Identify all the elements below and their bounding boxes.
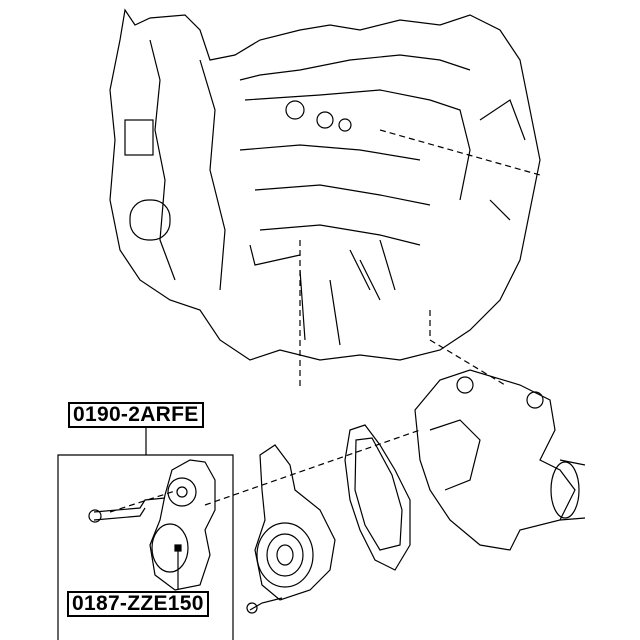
engine-block-drawing — [109, 8, 541, 361]
tensioner-part-number-label: 0190-2ARFE — [68, 402, 204, 428]
water-pump-body — [254, 444, 336, 601]
water-pump-housing — [414, 369, 586, 551]
pump-gasket — [344, 424, 411, 571]
tensioner-drawing — [88, 459, 216, 591]
bolt-bottom — [246, 597, 283, 614]
pulley-part-number-label: 0187-ZZE150 — [67, 591, 209, 617]
